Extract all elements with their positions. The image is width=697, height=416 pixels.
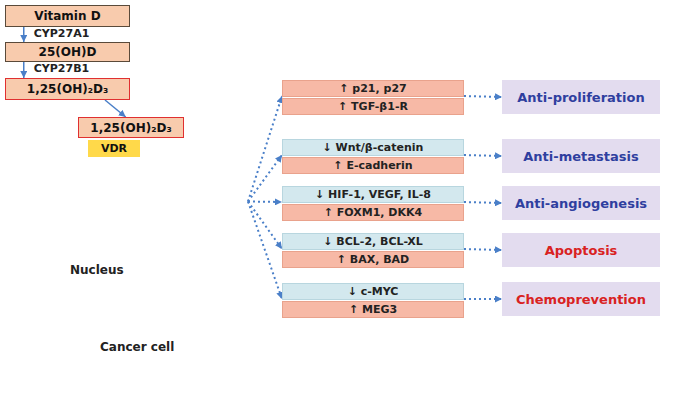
process-box: ↓ BCL-2, BCL-XL bbox=[282, 233, 464, 250]
process-box: Anti-metastasis bbox=[502, 139, 660, 173]
box-label: 25(OH)D bbox=[39, 45, 97, 59]
box-label: ↓ HIF-1, VEGF, IL-8 bbox=[315, 188, 431, 201]
arrow-connector bbox=[464, 249, 502, 250]
arrow-connector bbox=[464, 202, 502, 203]
dna-rung bbox=[38, 174, 40, 206]
box-label: Apoptosis bbox=[545, 243, 618, 258]
box-label: Anti-metastasis bbox=[523, 149, 638, 164]
dna-rung bbox=[170, 188, 172, 192]
dna-rung bbox=[146, 171, 148, 210]
arrow-connector bbox=[248, 201, 282, 204]
dna-rung bbox=[140, 179, 142, 202]
arrow-connector bbox=[248, 202, 282, 300]
dna-rung bbox=[98, 188, 100, 192]
nucleus-outline: Nucleus 1,25(OH)₂D₃ VDR bbox=[18, 103, 248, 300]
process-box: Vitamin D bbox=[5, 5, 130, 27]
box-label: ↓ BCL-2, BCL-XL bbox=[323, 235, 422, 248]
arrow-connector bbox=[464, 155, 502, 156]
process-box: ↓ Wnt/β-catenin bbox=[282, 139, 464, 156]
process-box: Apoptosis bbox=[502, 233, 660, 267]
dna-rung bbox=[104, 180, 106, 199]
box-label: Chemoprevention bbox=[516, 292, 646, 307]
nucleus-ellipse bbox=[20, 105, 246, 298]
dna-rung bbox=[86, 170, 88, 210]
process-box: ↑ TGF-β1-R bbox=[282, 98, 464, 115]
process-box: ↑ FOXM1, DKK4 bbox=[282, 204, 464, 221]
process-box: VDR bbox=[88, 140, 140, 157]
box-label: ↑ p21, p27 bbox=[339, 82, 406, 95]
process-box: ↑ E-cadherin bbox=[282, 157, 464, 174]
box-label: Anti-proliferation bbox=[517, 90, 644, 105]
process-box: ↑ MEG3 bbox=[282, 301, 464, 318]
process-box: Chemoprevention bbox=[502, 282, 660, 316]
dna-rung bbox=[110, 172, 112, 209]
process-box: ↑ p21, p27 bbox=[282, 80, 464, 97]
box-label: ↑ MEG3 bbox=[349, 303, 397, 316]
arrow-connector bbox=[23, 62, 25, 78]
dna-rung bbox=[182, 170, 184, 210]
arrow-connector bbox=[248, 155, 282, 202]
arrow-connector bbox=[248, 202, 282, 250]
dna-rung bbox=[194, 173, 196, 207]
dna-rung bbox=[224, 169, 226, 212]
arrow-connector bbox=[105, 100, 126, 117]
box-label: ↑ FOXM1, DKK4 bbox=[324, 206, 422, 219]
dna-rung bbox=[152, 168, 154, 212]
arrow-connector bbox=[464, 96, 502, 97]
box-label: 1,25(OH)₂D₃ bbox=[90, 121, 171, 135]
dna-rung bbox=[158, 172, 160, 209]
dna-rung bbox=[128, 179, 130, 202]
dna-rung bbox=[116, 168, 118, 212]
process-box: 1,25(OH)₂D₃ bbox=[5, 78, 130, 100]
box-label: Anti-angiogenesis bbox=[515, 196, 647, 211]
box-label: 1,25(OH)₂D₃ bbox=[27, 82, 108, 96]
enzyme-label: CYP27A1 bbox=[32, 27, 92, 40]
dna-rung bbox=[206, 186, 208, 194]
dna-rung bbox=[74, 173, 76, 207]
dna-rung bbox=[176, 177, 178, 203]
dna-rung bbox=[164, 180, 166, 199]
region-label: Nucleus bbox=[70, 263, 124, 277]
dna-rung bbox=[68, 182, 70, 197]
arrow-connector bbox=[248, 96, 282, 202]
box-label: Vitamin D bbox=[34, 9, 100, 23]
dna-rung bbox=[44, 169, 46, 212]
dna-rung bbox=[122, 171, 124, 210]
arrow-connector bbox=[464, 298, 502, 300]
dna-rung bbox=[62, 186, 64, 194]
dna-rung bbox=[32, 184, 34, 196]
region-label: Cancer cell bbox=[100, 340, 174, 354]
box-label: ↑ TGF-β1-R bbox=[338, 100, 408, 113]
process-box: ↑ BAX, BAD bbox=[282, 251, 464, 268]
dna-strand bbox=[30, 168, 240, 212]
box-label: ↑ BAX, BAD bbox=[337, 253, 409, 266]
process-box: Anti-proliferation bbox=[502, 80, 660, 114]
box-label: ↓ c-MYC bbox=[348, 285, 399, 298]
process-box: 25(OH)D bbox=[5, 42, 130, 62]
box-label: ↓ Wnt/β-catenin bbox=[323, 141, 424, 154]
dna-rung bbox=[56, 176, 58, 205]
dna-rung bbox=[50, 169, 52, 211]
process-box: ↓ c-MYC bbox=[282, 283, 464, 300]
dna-rung bbox=[188, 168, 190, 212]
dna-rung bbox=[200, 182, 202, 197]
dna-rung bbox=[212, 176, 214, 205]
process-box: 1,25(OH)₂D₃ bbox=[78, 117, 184, 138]
process-box: Anti-angiogenesis bbox=[502, 186, 660, 220]
enzyme-label: CYP27B1 bbox=[32, 62, 91, 75]
dna-rung bbox=[236, 184, 238, 196]
dna-rung bbox=[92, 177, 94, 203]
arrow-connector bbox=[23, 27, 25, 42]
box-label: VDR bbox=[101, 142, 127, 155]
dna-rung bbox=[218, 169, 220, 211]
dna-rung bbox=[80, 168, 82, 212]
dna-rung bbox=[230, 174, 232, 206]
membrane-path bbox=[11, 25, 689, 409]
box-label: ↑ E-cadherin bbox=[333, 159, 412, 172]
dna-strand bbox=[30, 168, 240, 212]
process-box: ↓ HIF-1, VEGF, IL-8 bbox=[282, 186, 464, 203]
